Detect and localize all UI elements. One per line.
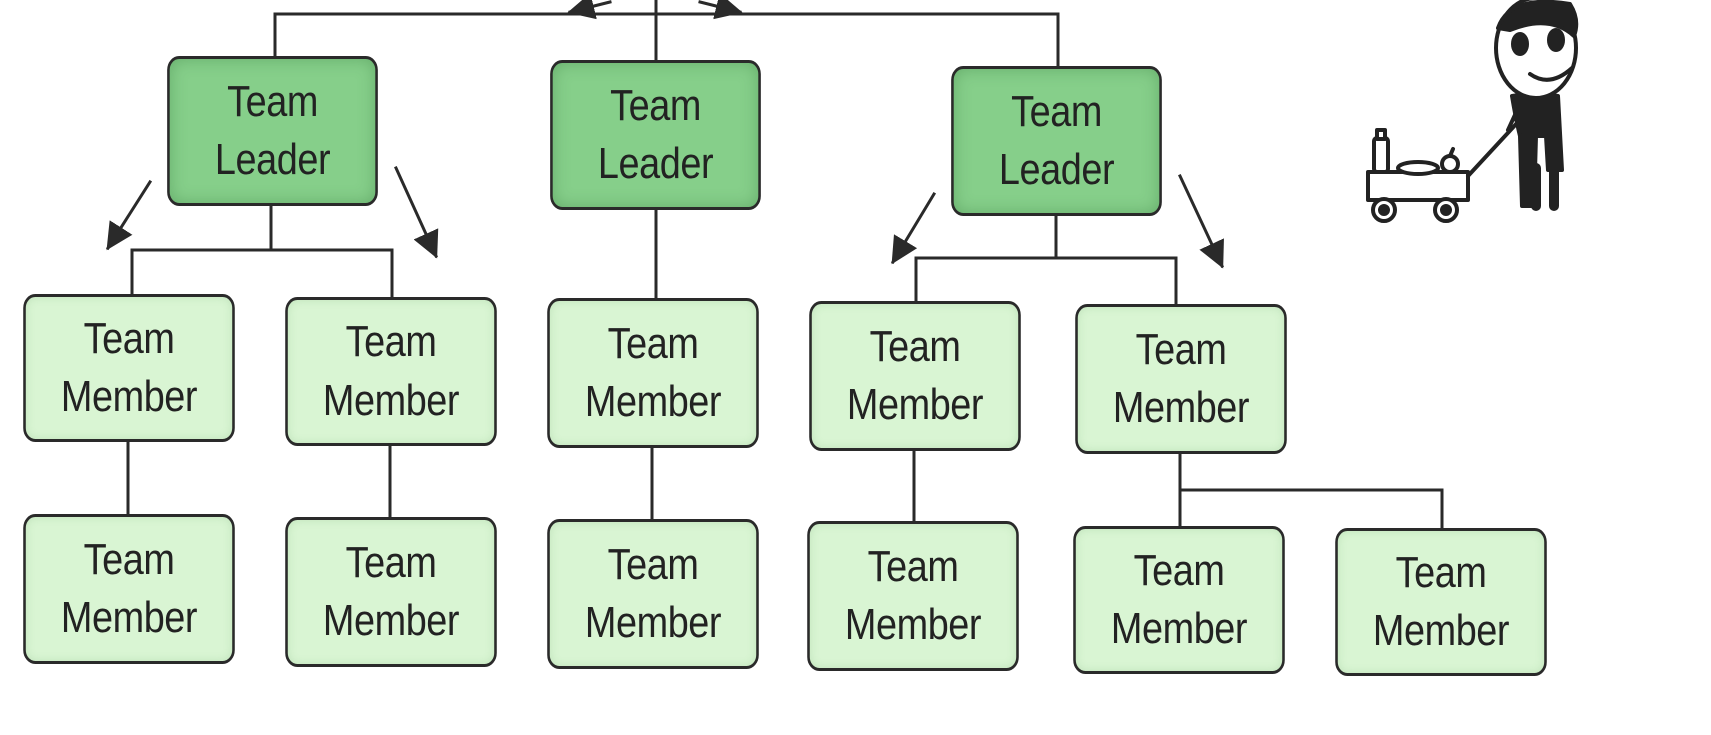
person-eye: [1511, 32, 1529, 56]
team-member-box: Team Member: [547, 519, 759, 669]
node-line: Leader: [597, 139, 714, 188]
cart-wheel: [1378, 204, 1390, 216]
team-leader-box: Team Leader: [550, 60, 761, 210]
team-member-box: Team Member: [1335, 528, 1547, 676]
top-arrow-right: [698, 0, 743, 20]
team-member-box: Team Member: [285, 297, 497, 446]
node-line: Team: [345, 317, 437, 367]
bottle-icon: [1375, 128, 1387, 141]
team-member-box: Team Member: [23, 514, 235, 664]
leader-3-arrow-right: [1178, 174, 1224, 269]
person-pulling-cart-icon: [1366, 0, 1579, 223]
node-line: Team: [83, 534, 175, 584]
apple-icon: [1440, 154, 1460, 174]
bottle-icon: [1372, 136, 1390, 174]
leader-1-connector: [130, 204, 273, 297]
node-line: Member: [60, 372, 198, 421]
node-line: Team: [867, 541, 959, 591]
node-line: Team: [1133, 545, 1225, 595]
node-line: Team: [607, 318, 699, 368]
bread-icon: [1396, 160, 1440, 176]
leader-1-arrow-left: [105, 179, 153, 251]
person-eye: [1547, 28, 1565, 52]
team-member-box: Team Member: [285, 517, 497, 667]
node-line: Member: [322, 596, 460, 645]
node-line: Leader: [214, 135, 331, 184]
node-line: Team: [345, 537, 437, 587]
node-line: Member: [1112, 383, 1250, 432]
node-line: Team: [1395, 547, 1487, 597]
team-member-box: Team Member: [809, 301, 1021, 451]
leader-3-connector: [914, 212, 1058, 304]
cart-body: [1366, 170, 1470, 202]
node-line: Member: [584, 377, 722, 426]
person-mouth: [1528, 66, 1574, 82]
team-member-box: Team Member: [807, 521, 1019, 671]
node-line: Team: [1011, 86, 1102, 136]
person-hair: [1496, 0, 1579, 38]
top-arrow-left: [567, 0, 612, 20]
node-line: Member: [1372, 606, 1510, 655]
top-connector: [273, 12, 1060, 72]
node-line: Team: [610, 80, 701, 130]
team-member-box: Team Member: [1075, 304, 1287, 454]
node-line: Team: [1135, 324, 1227, 374]
node-line: Member: [1110, 604, 1248, 653]
team-leader-box: Team Leader: [951, 66, 1162, 216]
leader-3-connector: [1054, 256, 1178, 306]
node-line: Leader: [998, 145, 1115, 194]
leader-1-arrow-right: [394, 166, 439, 259]
person-arm: [1506, 102, 1522, 132]
member-5-connector: [1178, 488, 1444, 530]
node-line: Team: [227, 76, 318, 126]
node-line: Member: [322, 375, 460, 425]
team-member-box: Team Member: [1073, 526, 1285, 674]
team-member-box: Team Member: [23, 294, 235, 442]
node-line: Member: [60, 593, 198, 642]
node-line: Team: [83, 313, 175, 363]
apple-icon: [1448, 147, 1455, 158]
node-line: Team: [607, 539, 699, 589]
leader-1-connector: [269, 248, 394, 300]
node-line: Member: [584, 598, 722, 647]
node-line: Member: [846, 380, 984, 429]
team-member-box: Team Member: [547, 298, 759, 448]
cart-handle: [1466, 120, 1520, 178]
cart-wheel: [1440, 204, 1452, 216]
node-line: Team: [869, 321, 961, 371]
node-line: Member: [844, 600, 982, 649]
team-leader-box: Team Leader: [167, 56, 378, 206]
leader-3-arrow-left: [890, 191, 937, 265]
